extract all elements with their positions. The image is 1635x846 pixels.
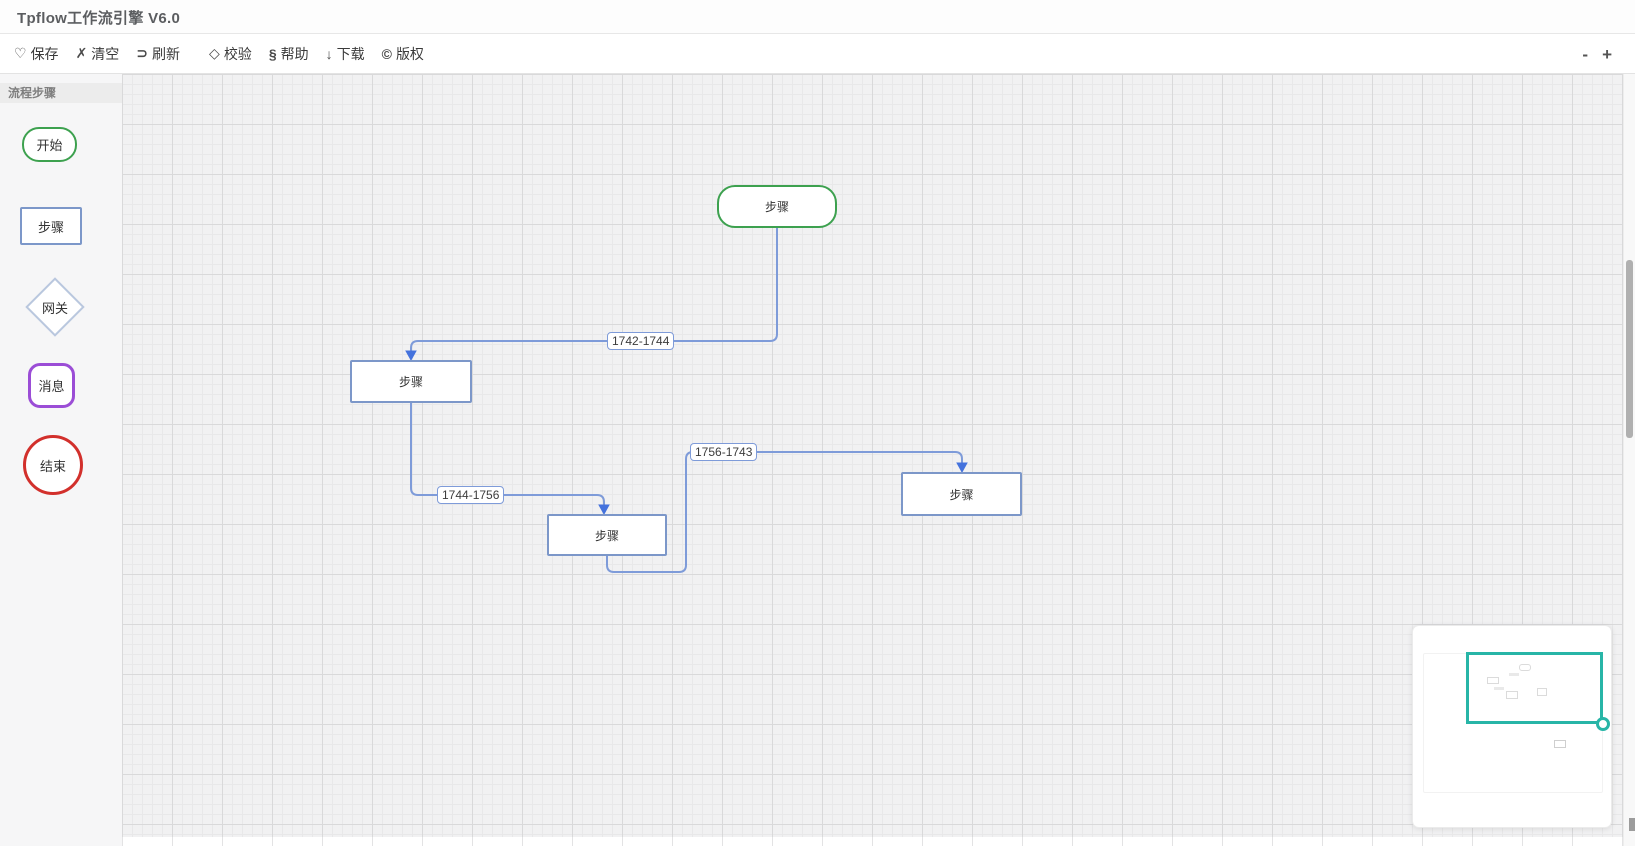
sidebar-palette: 流程步骤 开始 步骤 网关 消息 结束	[0, 74, 122, 846]
validate-button[interactable]: ◇ 校验	[209, 44, 252, 64]
clear-label: 清空	[91, 45, 120, 62]
palette-start-node[interactable]: 开始	[22, 127, 77, 162]
flow-node-start-step[interactable]: 步骤	[717, 185, 837, 228]
validate-label: 校验	[223, 45, 252, 62]
toolbar: ♡ 保存 ✗ 清空 ⊃ 刷新 ◇ 校验 § 帮助 ↓ 下载 © 版权 - +	[0, 34, 1635, 74]
palette-step-node[interactable]: 步骤	[20, 207, 82, 245]
canvas-bottom-strip	[122, 837, 1623, 846]
vertical-scrollbar-thumb[interactable]	[1626, 260, 1633, 438]
minimap-panel	[1412, 625, 1612, 828]
x-icon: ✗	[75, 45, 88, 61]
flow-node-step-1756[interactable]: 步骤	[547, 514, 667, 556]
minimap-resize-handle[interactable]	[1596, 717, 1610, 731]
edge-label-1744-1756[interactable]: 1744-1756	[437, 486, 505, 504]
download-button[interactable]: ↓ 下载	[326, 44, 365, 64]
title-bar: Tpflow工作流引擎 V6.0	[0, 0, 1635, 34]
zoom-out-button[interactable]: -	[1582, 44, 1589, 64]
heart-icon: ♡	[14, 45, 27, 61]
download-label: 下载	[336, 45, 365, 62]
flow-canvas[interactable]: 步骤 步骤 步骤 步骤 1742-1744 1744-1756 1756-174…	[122, 74, 1623, 846]
clear-button[interactable]: ✗ 清空	[76, 44, 120, 64]
minimap-node	[1506, 691, 1518, 699]
palette-end-node[interactable]: 结束	[23, 435, 83, 495]
sidebar-header: 流程步骤	[0, 83, 122, 103]
edge-line-1742-1744	[410, 228, 778, 352]
minimap-node	[1537, 688, 1547, 696]
refresh-icon: ⊃	[136, 45, 149, 61]
minimap-edge-mark	[1494, 687, 1504, 690]
save-button[interactable]: ♡ 保存	[14, 44, 59, 64]
refresh-label: 刷新	[152, 45, 181, 62]
zoom-controls: - +	[1582, 34, 1612, 74]
minimap-viewport-rect[interactable]	[1466, 652, 1603, 724]
section-icon: §	[268, 45, 277, 62]
copyright-label: 版权	[395, 45, 424, 62]
diamond-icon: ◇	[209, 45, 220, 61]
app-title: Tpflow工作流引擎 V6.0	[17, 10, 181, 27]
palette-message-node[interactable]: 消息	[28, 363, 75, 408]
zoom-in-button[interactable]: +	[1602, 44, 1612, 64]
edge-label-1756-1743[interactable]: 1756-1743	[690, 443, 758, 461]
flow-node-step-1744[interactable]: 步骤	[350, 360, 472, 403]
save-label: 保存	[30, 45, 59, 62]
help-button[interactable]: § 帮助	[269, 44, 309, 64]
vertical-scrollbar[interactable]	[1623, 74, 1635, 846]
minimap-node	[1554, 740, 1566, 748]
down-arrow-icon: ↓	[325, 45, 333, 62]
copyright-icon: ©	[381, 45, 392, 62]
palette-gateway-node[interactable]: 网关	[25, 277, 85, 337]
scrollbar-corner	[1629, 818, 1635, 831]
edge-label-1742-1744[interactable]: 1742-1744	[607, 332, 675, 350]
copyright-button[interactable]: © 版权	[382, 44, 424, 64]
help-label: 帮助	[280, 45, 309, 62]
minimap-node	[1519, 664, 1531, 671]
minimap-edge-mark	[1509, 673, 1519, 676]
refresh-button[interactable]: ⊃ 刷新	[136, 44, 180, 64]
gateway-label: 网关	[41, 300, 68, 316]
edge-connectors	[405, 228, 968, 573]
flow-node-step-1743[interactable]: 步骤	[901, 472, 1022, 516]
minimap-node	[1487, 677, 1499, 684]
